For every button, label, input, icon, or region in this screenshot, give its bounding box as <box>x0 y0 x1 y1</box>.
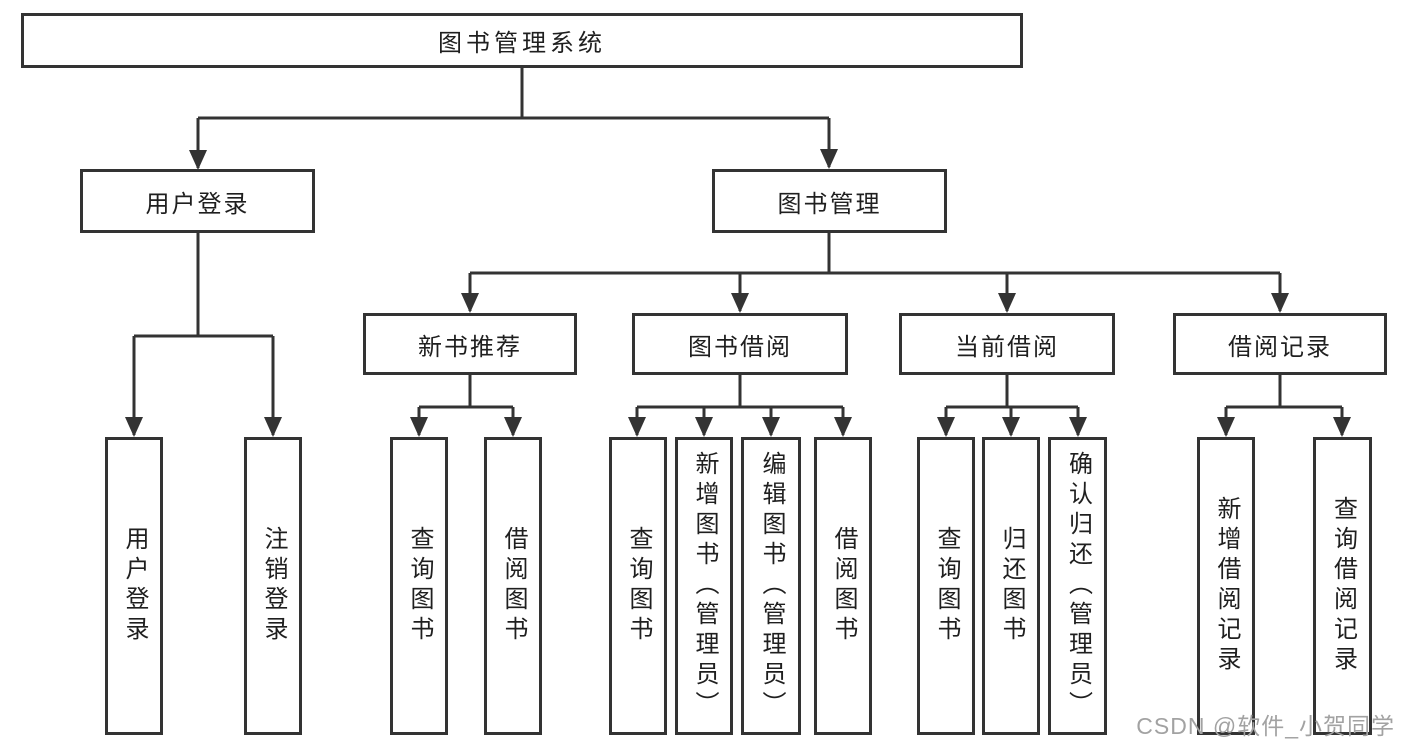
leaf-borrow-edit-book-admin-label: 编辑图书（管理员） <box>758 451 785 721</box>
leaf-borrow-borrow-book: 借阅图书 <box>814 437 872 735</box>
leaf-borrow-borrow-book-label: 借阅图书 <box>830 526 857 646</box>
node-borrowing-records-label: 借阅记录 <box>1228 333 1332 361</box>
leaf-recommend-borrow-book-label: 借阅图书 <box>500 526 527 646</box>
leaf-logout: 注销登录 <box>244 437 302 735</box>
leaf-current-query-book-label: 查询图书 <box>933 526 960 646</box>
leaf-records-add-record: 新增借阅记录 <box>1197 437 1255 735</box>
leaf-current-return-book-label: 归还图书 <box>998 526 1025 646</box>
leaf-current-query-book: 查询图书 <box>917 437 975 735</box>
leaf-current-confirm-return-admin-label: 确认归还（管理员） <box>1064 451 1092 721</box>
node-borrowing-records: 借阅记录 <box>1173 313 1387 375</box>
leaf-current-return-book: 归还图书 <box>982 437 1040 735</box>
leaf-user-login-label: 用户登录 <box>121 526 148 646</box>
leaf-records-query-record: 查询借阅记录 <box>1313 437 1372 735</box>
node-book-borrowing: 图书借阅 <box>632 313 848 375</box>
leaf-borrow-query-book: 查询图书 <box>609 437 667 735</box>
leaf-records-add-record-label: 新增借阅记录 <box>1213 496 1240 676</box>
leaf-recommend-borrow-book: 借阅图书 <box>484 437 542 735</box>
leaf-borrow-query-book-label: 查询图书 <box>625 526 652 646</box>
leaf-recommend-query-book: 查询图书 <box>390 437 448 735</box>
node-new-book-recommend: 新书推荐 <box>363 313 577 375</box>
leaf-logout-label: 注销登录 <box>260 526 287 646</box>
arrowheads <box>125 149 1351 437</box>
leaf-current-confirm-return-admin: 确认归还（管理员） <box>1048 437 1107 735</box>
leaf-recommend-query-book-label: 查询图书 <box>406 526 433 646</box>
node-current-borrowing: 当前借阅 <box>899 313 1115 375</box>
node-user-login: 用户登录 <box>80 169 315 233</box>
leaf-borrow-add-book-admin: 新增图书（管理员） <box>675 437 733 735</box>
leaf-records-query-record-label: 查询借阅记录 <box>1329 496 1357 676</box>
node-book-management-label: 图书管理 <box>777 190 882 218</box>
node-library-system-label: 图书管理系统 <box>438 30 606 57</box>
node-current-borrowing-label: 当前借阅 <box>955 333 1059 361</box>
csdn-watermark: CSDN @软件_小贺同学 <box>1136 713 1395 739</box>
leaf-user-login: 用户登录 <box>105 437 163 735</box>
leaf-borrow-add-book-admin-label: 新增图书（管理员） <box>691 451 718 721</box>
node-user-login-label: 用户登录 <box>145 190 250 218</box>
node-book-management: 图书管理 <box>712 169 947 233</box>
node-new-book-recommend-label: 新书推荐 <box>418 333 522 361</box>
leaf-borrow-edit-book-admin: 编辑图书（管理员） <box>741 437 801 735</box>
node-library-system: 图书管理系统 <box>21 13 1023 68</box>
node-book-borrowing-label: 图书借阅 <box>688 333 792 361</box>
